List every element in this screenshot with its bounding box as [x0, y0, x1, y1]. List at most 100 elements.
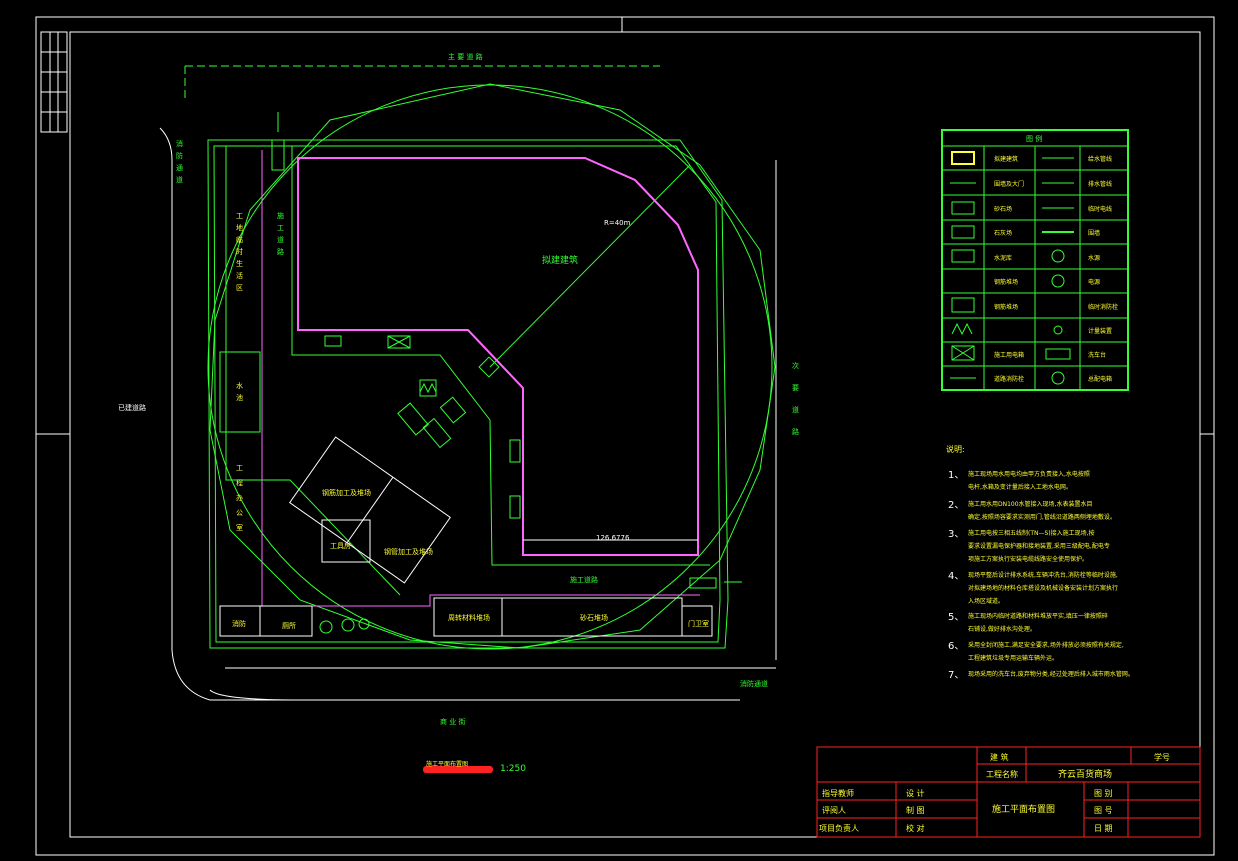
tb-building-label: 建 筑 — [990, 752, 1009, 762]
svg-text:洗车台: 洗车台 — [1088, 351, 1106, 359]
scale-title: 施工平面布置图 — [426, 760, 468, 768]
rebar-shed-label: 钢筋加工及堆场 — [322, 488, 371, 497]
notes-list: 1、 施工现场用水用电均由甲方负责接入,水电按照 电杆,水箱及变计量后接入工地水… — [948, 470, 1134, 681]
svg-text:电杆,水箱及变计量后接入工地水电网。: 电杆,水箱及变计量后接入工地水电网。 — [968, 483, 1072, 491]
svg-text:6、: 6、 — [948, 641, 964, 652]
tb-manager: 项目负责人 — [819, 823, 859, 833]
svg-text:电源: 电源 — [1088, 278, 1100, 286]
legend-title: 图 例 — [1026, 134, 1042, 143]
svg-text:区: 区 — [236, 284, 243, 292]
svg-text:入场区域道。: 入场区域道。 — [968, 597, 1004, 605]
svg-text:2、: 2、 — [948, 500, 964, 511]
tb-number-label: 学号 — [1154, 752, 1170, 762]
binding-grid — [40, 31, 68, 133]
svg-text:7、: 7、 — [948, 670, 964, 681]
site-wall-inner — [213, 145, 721, 643]
svg-text:4、: 4、 — [948, 571, 964, 582]
svg-text:施工现场内临时道路和材料堆放平实,填压一律按照碎: 施工现场内临时道路和材料堆放平实,填压一律按照碎 — [968, 612, 1108, 620]
svg-text:程: 程 — [236, 478, 243, 487]
material-yard-2-label: 砂石堆场 — [580, 613, 608, 622]
svg-text:池: 池 — [236, 393, 243, 402]
material-yard-1-label: 周转材料堆场 — [448, 613, 490, 622]
tower-crane — [478, 356, 500, 378]
svg-text:工程建筑垃圾专用运输车辆外运。: 工程建筑垃圾专用运输车辆外运。 — [968, 654, 1058, 662]
svg-text:现场采用的洗车台,废弃物分类,经过处理后排入城市雨水管网。: 现场采用的洗车台,废弃物分类,经过处理后排入城市雨水管网。 — [968, 670, 1134, 678]
power-source-icon — [341, 618, 355, 632]
gate-house-label: 门卫室 — [688, 619, 709, 628]
tb-date: 日 期 — [1094, 824, 1113, 833]
svg-text:要: 要 — [792, 384, 799, 392]
left-road-edge — [159, 127, 740, 701]
fire-room-label: 消防 — [232, 619, 246, 628]
svg-text:现场平整后设计排水系统,车辆冲洗台,消防栓等临时设施,: 现场平整后设计排水系统,车辆冲洗台,消防栓等临时设施, — [968, 571, 1118, 579]
main-road-label: 主 要 道 路 — [448, 52, 483, 61]
scale-label: 1:250 — [500, 764, 526, 774]
internal-path — [225, 146, 401, 596]
svg-text:给水管线: 给水管线 — [1088, 155, 1112, 163]
site-wall-outer — [207, 139, 729, 649]
svg-text:道路消防栓: 道路消防栓 — [994, 375, 1024, 383]
tb-drawing-title: 施工平面布置图 — [992, 803, 1055, 815]
tb-design: 设 计 — [906, 788, 925, 798]
crane-radius-line — [489, 164, 691, 368]
svg-text:拟建建筑: 拟建建筑 — [994, 155, 1018, 163]
svg-text:临时电线: 临时电线 — [1088, 205, 1112, 213]
svg-text:排水管线: 排水管线 — [1088, 180, 1112, 188]
svg-text:水: 水 — [236, 381, 243, 390]
svg-text:生: 生 — [236, 259, 243, 268]
crane-coverage-polygon — [209, 83, 776, 649]
transformer-icon — [319, 620, 333, 634]
svg-text:道: 道 — [176, 175, 183, 184]
svg-text:采用全封闭施工,满足安全要求,场外排放必须按照有关规定,: 采用全封闭施工,满足安全要求,场外排放必须按照有关规定, — [968, 641, 1124, 649]
legend-symbols — [950, 151, 1074, 385]
svg-text:路: 路 — [277, 247, 284, 256]
bottom-facilities — [219, 597, 713, 637]
tool-room-label: 工具房 — [330, 541, 351, 550]
bottom-street-label: 商 业 街 — [440, 717, 465, 726]
svg-text:地: 地 — [236, 223, 243, 232]
svg-text:施工用电按三相五线制(TN—S)接入施工现场,按: 施工用电按三相五线制(TN—S)接入施工现场,按 — [968, 529, 1095, 537]
tb-check: 校 对 — [906, 823, 925, 833]
svg-text:临时消防栓: 临时消防栓 — [1088, 303, 1118, 311]
notes-title: 说明: — [946, 444, 965, 454]
svg-text:通: 通 — [176, 163, 183, 172]
legend-labels-right: 给水管线 排水管线 临时电线 围墙 水源 电源 临时消防栓 计量装置 洗车台 总… — [1088, 155, 1118, 383]
tb-advisor: 指导教师 — [822, 788, 854, 798]
svg-text:钢筋堆场: 钢筋堆场 — [994, 303, 1018, 311]
secondary-road-right-label: 次 要 道 路 — [792, 361, 799, 436]
svg-text:道: 道 — [277, 235, 284, 244]
construction-road-bottom-label: 施工道路 — [570, 575, 598, 584]
svg-text:施工用水用DN100水管接入现场,水表装置水目: 施工用水用DN100水管接入现场,水表装置水目 — [968, 500, 1092, 508]
svg-text:活: 活 — [236, 271, 243, 280]
inner-frame — [69, 31, 1201, 838]
svg-text:水源: 水源 — [1088, 254, 1100, 262]
svg-text:时: 时 — [236, 247, 243, 256]
svg-text:防: 防 — [176, 151, 183, 160]
svg-text:施: 施 — [277, 211, 284, 220]
water-pool-label: 水 池 — [236, 381, 243, 402]
svg-text:消: 消 — [176, 139, 183, 148]
svg-text:项施工方案执行安装电缆线路安全使用保护。: 项施工方案执行安装电缆线路安全使用保护。 — [968, 555, 1088, 563]
svg-text:要求设置漏电保护器和接地装置,采用三级配电,配电专: 要求设置漏电保护器和接地装置,采用三级配电,配电专 — [968, 542, 1110, 550]
svg-text:石灰场: 石灰场 — [994, 229, 1012, 237]
car-wash-icon — [689, 577, 717, 589]
top-gate — [271, 139, 285, 171]
svg-text:施工用电箱: 施工用电箱 — [994, 351, 1024, 359]
formwork-shed-label: 钢管加工及堆场 — [384, 547, 433, 556]
proposed-building-label: 拟建建筑 — [542, 254, 578, 266]
title-block — [816, 746, 1201, 838]
svg-text:水泥库: 水泥库 — [994, 254, 1012, 262]
svg-text:围墙: 围墙 — [1088, 229, 1100, 237]
tb-drawing-no: 图 别 — [1094, 789, 1113, 798]
svg-text:室: 室 — [236, 523, 243, 532]
svg-text:次: 次 — [792, 361, 799, 370]
water-pool-box — [219, 351, 261, 433]
svg-text:道: 道 — [792, 405, 799, 414]
svg-text:工: 工 — [236, 212, 243, 220]
svg-text:总配电箱: 总配电箱 — [1088, 375, 1112, 383]
dimension-label: 126.6776 — [596, 534, 630, 542]
tb-project-label: 工程名称 — [986, 769, 1018, 779]
svg-text:施工现场用水用电均由甲方负责接入,水电按照: 施工现场用水用电均由甲方负责接入,水电按照 — [968, 470, 1090, 478]
outer-frame — [35, 16, 1215, 856]
